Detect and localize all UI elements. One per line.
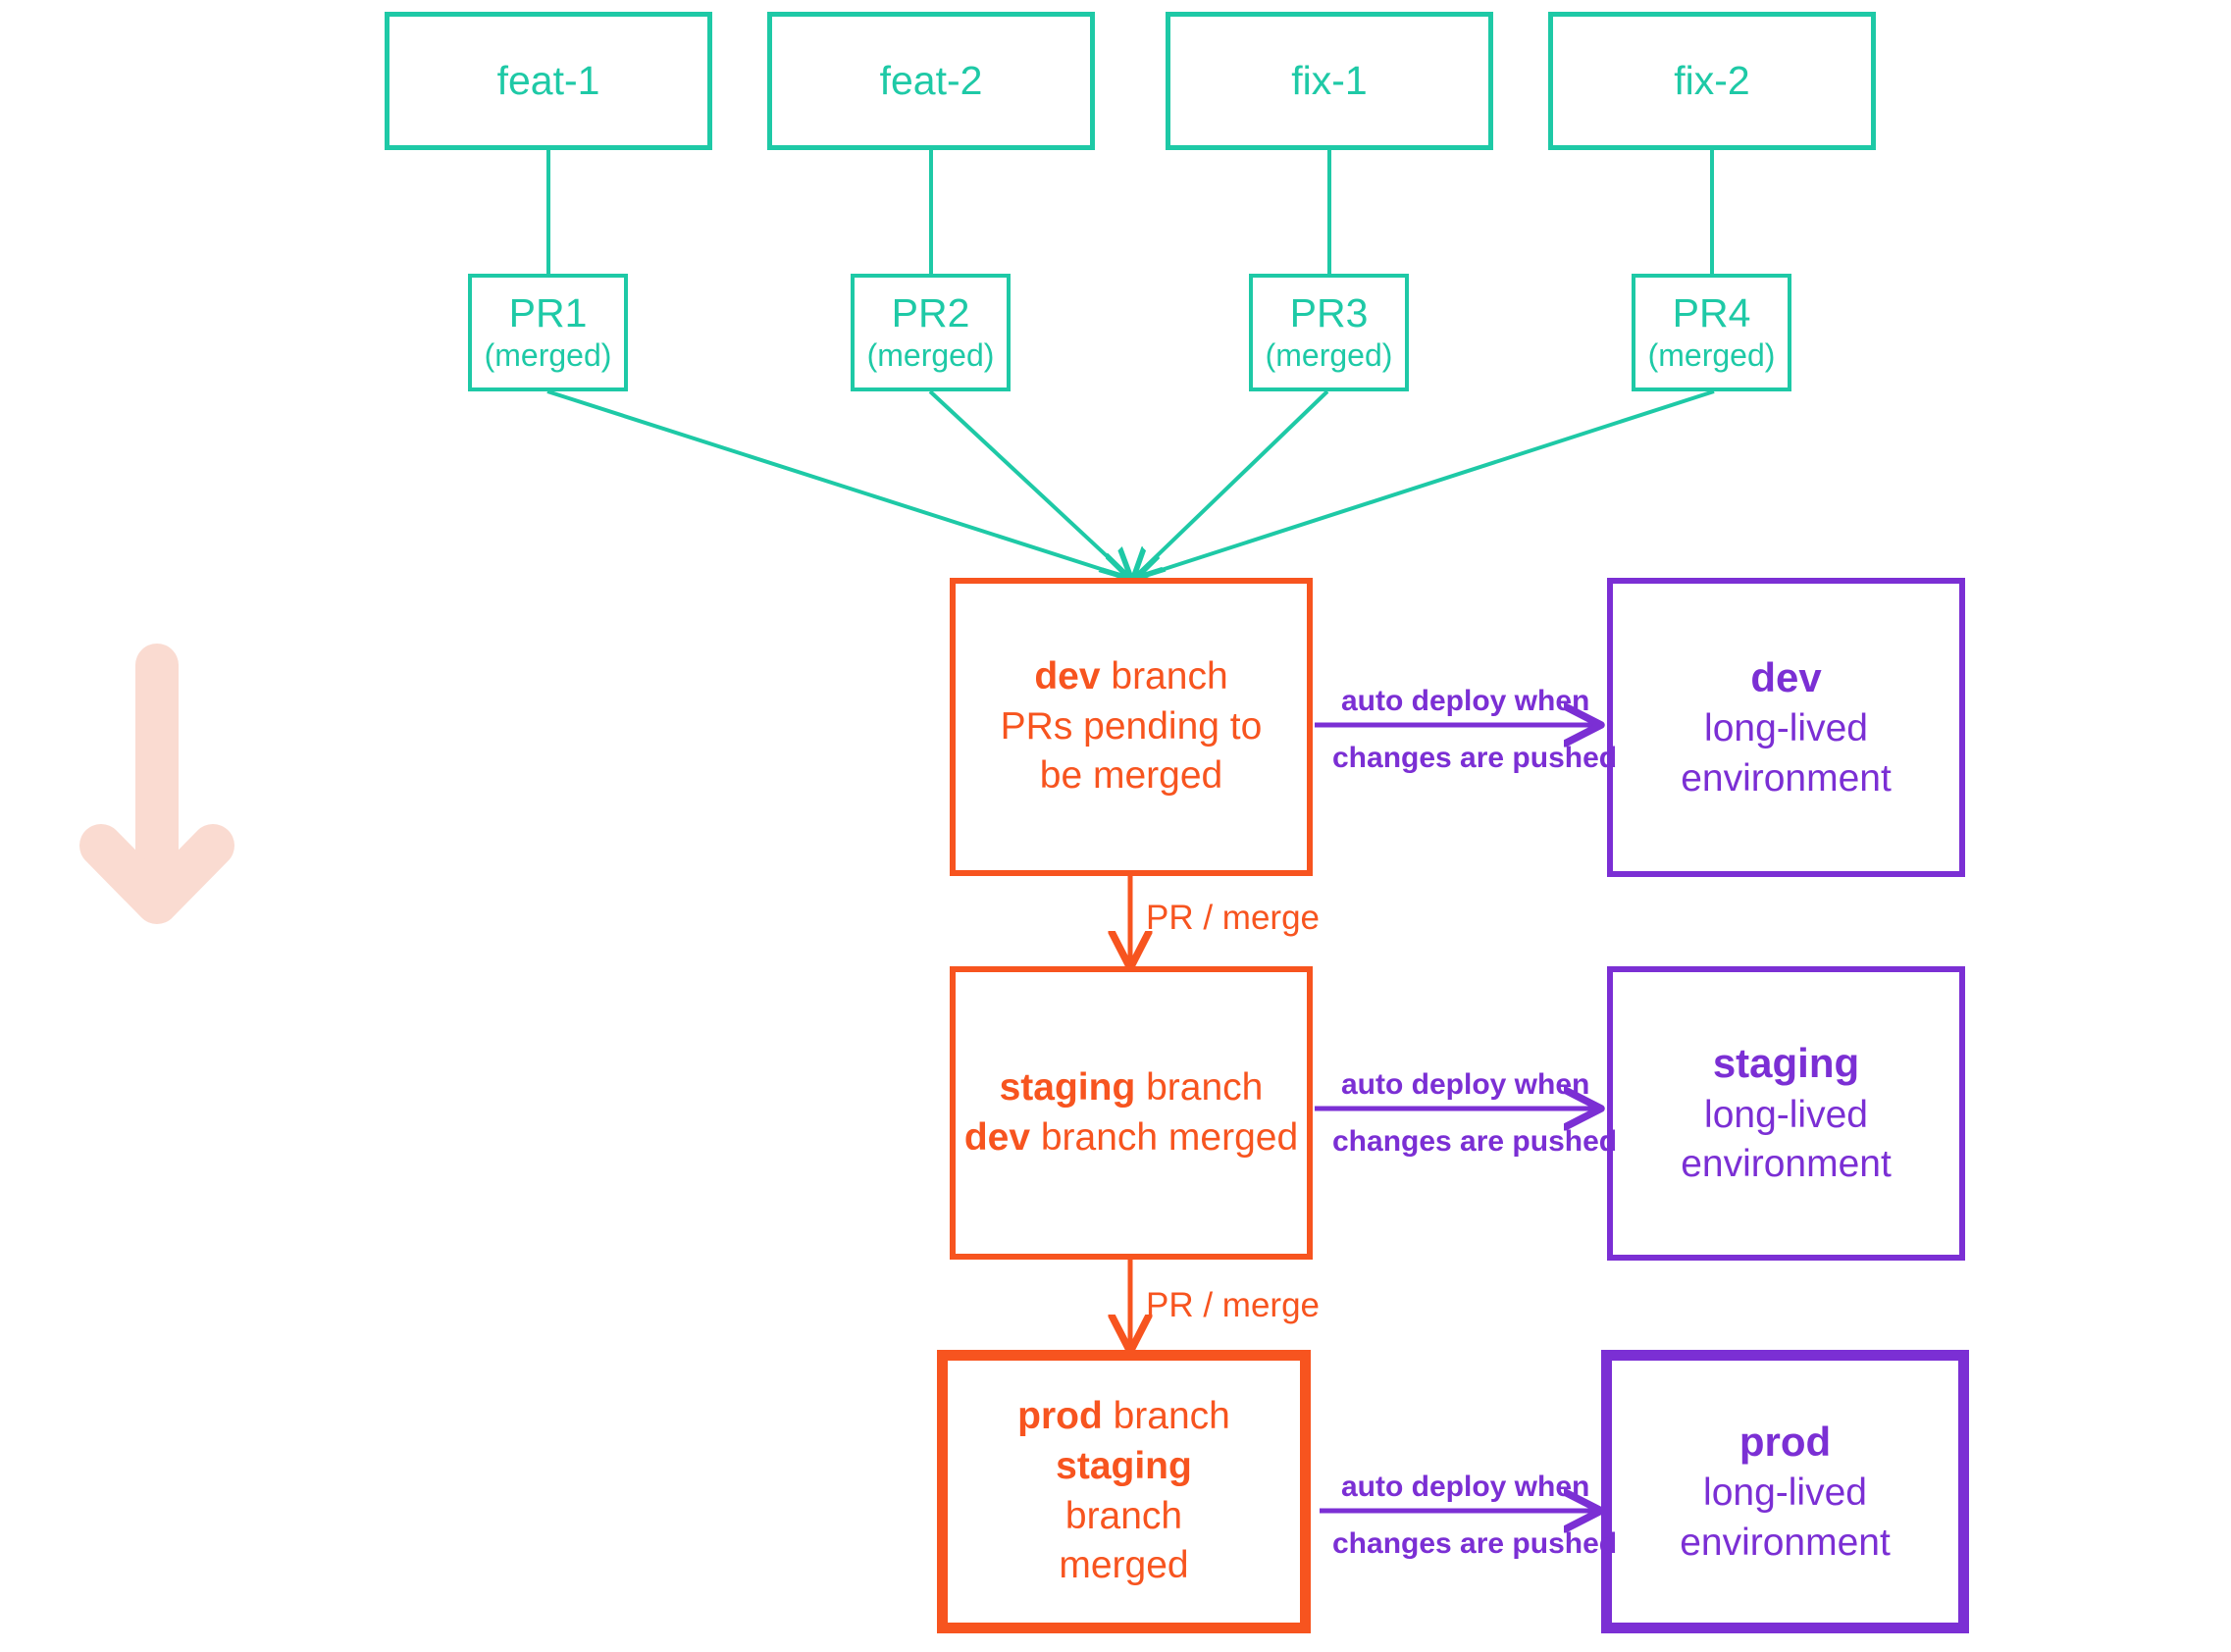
branch-suffix: branch bbox=[1102, 1395, 1230, 1438]
environment-sub-line-2: environment bbox=[1680, 1521, 1891, 1564]
branch-name: staging bbox=[999, 1065, 1136, 1109]
pull-request-box-pr2[interactable]: PR2 (merged) bbox=[851, 274, 1011, 391]
deploy-label-staging-top: auto deploy when bbox=[1341, 1068, 1590, 1101]
environment-box-dev[interactable]: dev long-lived environment bbox=[1607, 578, 1965, 877]
feature-branch-label: feat-1 bbox=[496, 57, 600, 103]
deploy-label-prod-top: auto deploy when bbox=[1341, 1471, 1590, 1503]
pull-request-box-pr4[interactable]: PR4 (merged) bbox=[1632, 274, 1791, 391]
environment-sub-line-1: long-lived bbox=[1703, 1471, 1867, 1515]
feature-to-pr-connectors bbox=[546, 150, 1714, 274]
branch-detail-line: staging branch merged bbox=[996, 1442, 1253, 1591]
feature-branch-label: fix-2 bbox=[1674, 57, 1750, 103]
feature-branch-box-fix-2[interactable]: fix-2 bbox=[1548, 12, 1876, 150]
deploy-label-staging-bottom: changes are pushed bbox=[1332, 1125, 1618, 1158]
feature-branch-box-fix-1[interactable]: fix-1 bbox=[1166, 12, 1493, 150]
environment-box-staging[interactable]: staging long-lived environment bbox=[1607, 966, 1965, 1261]
environment-sub-line-1: long-lived bbox=[1704, 707, 1868, 750]
branch-title-line: dev branch bbox=[1034, 652, 1227, 702]
merge-label-dev-to-staging: PR / merge bbox=[1146, 899, 1320, 937]
merge-label-staging-to-prod: PR / merge bbox=[1146, 1286, 1320, 1324]
feature-branch-box-feat-1[interactable]: feat-1 bbox=[385, 12, 712, 150]
branch-detail-source: staging bbox=[1056, 1444, 1192, 1487]
environment-sub-line-1: long-lived bbox=[1704, 1093, 1868, 1136]
pull-request-box-pr1[interactable]: PR1 (merged) bbox=[468, 274, 628, 391]
deploy-label-dev-bottom: changes are pushed bbox=[1332, 742, 1618, 774]
branch-detail-source: dev bbox=[963, 1115, 1031, 1159]
pull-request-title: PR1 bbox=[508, 289, 588, 336]
branch-detail-tail: branch merged bbox=[1059, 1494, 1189, 1587]
pull-request-title: PR2 bbox=[891, 289, 970, 336]
branch-title-line: prod branch bbox=[1017, 1392, 1230, 1442]
branch-detail: PRs pending to be merged bbox=[1000, 704, 1263, 798]
pull-request-status: (merged) bbox=[866, 336, 995, 373]
environment-sub-line-2: environment bbox=[1681, 1143, 1892, 1186]
branch-box-prod[interactable]: prod branch staging branch merged bbox=[937, 1350, 1311, 1633]
pull-request-status: (merged) bbox=[1647, 336, 1776, 373]
environment-sub-line-2: environment bbox=[1681, 756, 1892, 800]
feature-branch-box-feat-2[interactable]: feat-2 bbox=[767, 12, 1095, 150]
environment-box-prod[interactable]: prod long-lived environment bbox=[1601, 1350, 1969, 1633]
pull-request-box-pr3[interactable]: PR3 (merged) bbox=[1249, 274, 1409, 391]
feature-branch-label: fix-1 bbox=[1291, 57, 1368, 103]
branch-detail-line: dev branch merged bbox=[964, 1113, 1298, 1163]
branch-detail-tail: branch merged bbox=[1030, 1115, 1299, 1159]
pr-to-dev-connectors bbox=[546, 389, 1715, 578]
environment-name: staging bbox=[1712, 1040, 1860, 1087]
branch-title-line: staging branch bbox=[1000, 1063, 1264, 1113]
pull-request-title: PR4 bbox=[1672, 289, 1751, 336]
branch-box-dev[interactable]: dev branch PRs pending to be merged bbox=[950, 578, 1313, 876]
environment-name: prod bbox=[1738, 1418, 1832, 1465]
pull-request-status: (merged) bbox=[484, 336, 612, 373]
branch-suffix: branch bbox=[1135, 1065, 1264, 1109]
pull-request-status: (merged) bbox=[1265, 336, 1393, 373]
branch-name: dev bbox=[1034, 654, 1101, 697]
deploy-label-dev-top: auto deploy when bbox=[1341, 685, 1590, 717]
environment-name: dev bbox=[1750, 653, 1822, 700]
branch-box-staging[interactable]: staging branch dev branch merged bbox=[950, 966, 1313, 1260]
branch-name: prod bbox=[1017, 1395, 1103, 1438]
branch-suffix: branch bbox=[1100, 654, 1228, 697]
pull-request-title: PR3 bbox=[1289, 289, 1369, 336]
flow-direction-arrow bbox=[79, 644, 234, 924]
feature-branch-label: feat-2 bbox=[879, 57, 983, 103]
deploy-label-prod-bottom: changes are pushed bbox=[1332, 1527, 1618, 1560]
